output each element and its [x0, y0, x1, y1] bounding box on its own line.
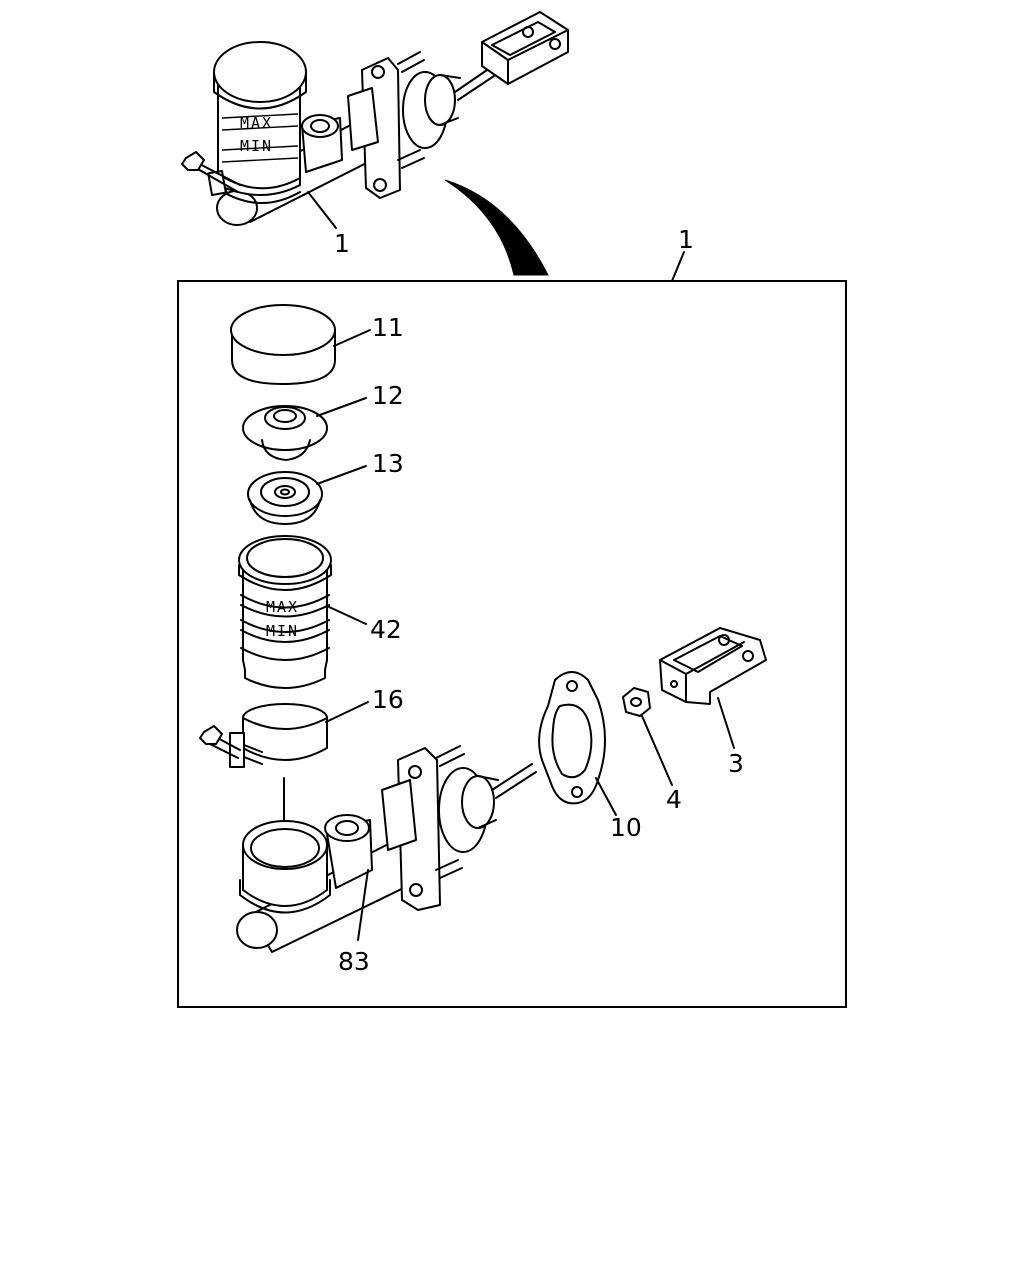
part-11-cap: 11 [230, 304, 404, 385]
callout-12: 12 [372, 381, 404, 410]
callout-11: 11 [372, 313, 404, 342]
part-10-gasket: 10 [538, 671, 642, 842]
part-4-nut: 4 [622, 687, 682, 814]
callout-42: 42 [370, 615, 402, 644]
part-12-diaphragm: 12 [242, 381, 404, 461]
part-3-clevis: 3 [659, 627, 767, 778]
exploded-view-frame [177, 280, 847, 1008]
part-16-band: 16 [199, 685, 404, 768]
assembled-master-cylinder: MAX MIN 1 [181, 11, 569, 258]
callout-16: 16 [372, 685, 404, 714]
reservoir-max-mark: MAX [240, 114, 273, 132]
exploded-view-arrow [444, 179, 549, 276]
reservoir-min-mark: MIN [240, 137, 273, 155]
part-13-seal: 13 [247, 449, 404, 525]
part-83-cylinder-body: 83 [236, 745, 537, 976]
callout-1-box: 1 [678, 225, 694, 254]
reservoir-part-max-mark: MAX [266, 598, 299, 616]
reservoir-part-min-mark: MIN [266, 622, 299, 640]
part-42-reservoir: MAX MIN 42 [238, 535, 402, 689]
callout-4: 4 [666, 785, 682, 814]
callout-10: 10 [610, 813, 642, 842]
callout-1-top: 1 [334, 229, 350, 258]
callout-13: 13 [372, 449, 404, 478]
callout-83: 83 [338, 947, 370, 976]
callout-3: 3 [728, 749, 744, 778]
